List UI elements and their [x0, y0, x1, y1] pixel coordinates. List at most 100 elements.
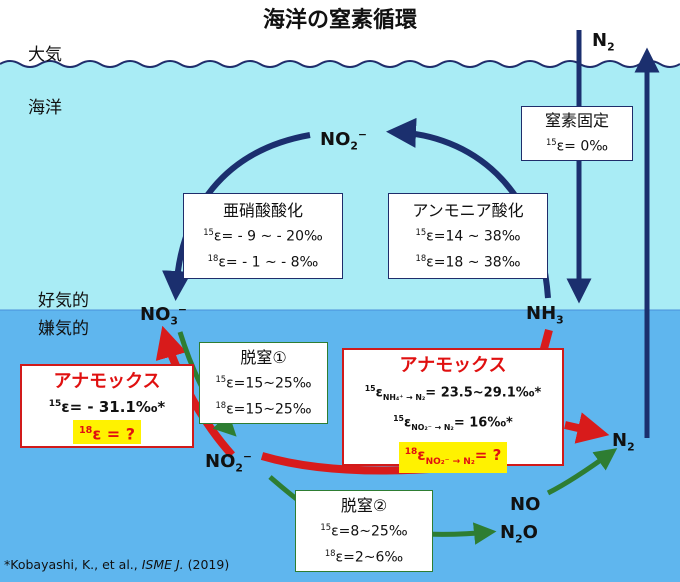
- anammox-left-highlight: 18ε = ?: [72, 420, 142, 445]
- layer-label-ocean: 海洋: [28, 98, 62, 118]
- box-nitrogen-fixation: 窒素固定 15ε= 0‰: [521, 106, 633, 161]
- no2-symbol: NO: [320, 129, 351, 150]
- isotope-15: 15: [203, 227, 214, 237]
- no2-mid-subscript: 2: [235, 461, 243, 475]
- epsilon: ε: [375, 385, 383, 401]
- box-denitrification-1: 脱窒① 15ε=15~25‰ 18ε=15~25‰: [199, 342, 328, 424]
- ammonia-ox-value-15: ε=14 ~ 38‰: [426, 228, 521, 245]
- box-nitrite-oxidation: 亜硝酸酸化 15ε= - 9 ~ - 20‰ 18ε= - 1 ~ - 8‰: [183, 193, 343, 279]
- anammox-left-title: アナモックス: [53, 371, 161, 392]
- denit1-value-15: ε=15~25‰: [226, 375, 312, 392]
- nitrite-ox-title: 亜硝酸酸化: [222, 201, 303, 220]
- layer-label-aerobic: 好気的: [38, 291, 89, 311]
- box-denitrification-2: 脱窒② 15ε=8~25‰ 18ε=2~6‰: [295, 490, 433, 572]
- anammox-right-line3: 18εNO₂⁻ → N₂= ?: [344, 441, 562, 473]
- denit2-line2: 18ε=2~6‰: [296, 543, 432, 569]
- layer-label-anaerobic: 嫌気的: [38, 319, 89, 339]
- fixation-value: ε= 0‰: [556, 138, 609, 155]
- species-n2o: N2O: [500, 522, 538, 546]
- isotope-18: 18: [78, 425, 93, 436]
- denit2-title: 脱窒②: [340, 496, 388, 515]
- no2-mid-charge: −: [242, 450, 252, 463]
- epsilon: ε: [403, 415, 412, 431]
- page-title: 海洋の窒素循環: [262, 8, 417, 33]
- anammox-right-title: アナモックス: [399, 355, 507, 376]
- anammox-right-value-15-no2: = 16‰*: [453, 415, 513, 431]
- nitrite-ox-value-15: ε= - 9 ~ - 20‰: [213, 228, 323, 245]
- isotope-15: 15: [393, 413, 404, 423]
- anammox-left-line2: 18ε = ?: [22, 420, 192, 445]
- anammox-left-value-18: ε = ?: [92, 424, 136, 444]
- isotope-15: 15: [545, 137, 557, 147]
- ammonia-ox-line1: 15ε=14 ~ 38‰: [389, 222, 547, 248]
- isotope-18: 18: [324, 547, 336, 558]
- citation-year: (2019): [187, 557, 230, 572]
- isotope-18: 18: [207, 252, 219, 263]
- species-n2-top: N2: [592, 30, 615, 54]
- n2o-symbol: N: [500, 522, 516, 543]
- no2-subscript: 2: [350, 139, 358, 153]
- nitrite-ox-line1: 15ε= - 9 ~ - 20‰: [184, 222, 342, 248]
- isotope-15: 15: [48, 399, 62, 409]
- citation-authors: *Kobayashi, K., et al.,: [4, 557, 142, 572]
- n2-right-symbol: N: [612, 430, 628, 451]
- reaction-subscript: NO₂⁻ → N₂: [425, 456, 475, 467]
- isotope-15: 15: [364, 384, 376, 393]
- nh3-subscript: 3: [556, 313, 564, 327]
- ammonia-ox-title: アンモニア酸化: [412, 201, 524, 220]
- anammox-right-highlight: 18εNO₂⁻ → N₂= ?: [398, 441, 508, 473]
- isotope-15: 15: [320, 522, 332, 532]
- anammox-right-line1: 15εNH₄⁺ → N₂= 23.5~29.1‰*: [344, 378, 562, 408]
- citation-journal: ISME J.: [141, 557, 184, 572]
- reaction-subscript: NO₂⁻ → N₂: [411, 422, 454, 432]
- n2-right-subscript: 2: [627, 440, 635, 454]
- species-no3: NO3−: [140, 303, 187, 328]
- arrow-no2-to-no3: [162, 132, 311, 301]
- reaction-subscript: NH₄⁺ → N₂: [382, 392, 426, 402]
- no3-charge: −: [177, 303, 187, 316]
- anammox-right-line2: 15εNO₂⁻ → N₂= 16‰*: [344, 408, 562, 438]
- n2-symbol: N: [592, 30, 608, 51]
- box-anammox-right: アナモックス 15εNH₄⁺ → N₂= 23.5~29.1‰* 15εNO₂⁻…: [342, 348, 564, 473]
- denit2-value-18: ε=2~6‰: [335, 549, 404, 566]
- species-no2-mid: NO2−: [205, 450, 252, 475]
- sea-surface-line: [0, 60, 680, 68]
- species-n2-right: N2: [612, 430, 635, 454]
- isotope-18: 18: [404, 446, 418, 457]
- arrow-no-to-n2: [546, 448, 618, 496]
- denit1-title: 脱窒①: [240, 348, 287, 367]
- species-nh3: NH3: [526, 303, 564, 327]
- ammonia-ox-value-18: ε=18 ~ 38‰: [426, 254, 521, 271]
- isotope-15: 15: [415, 227, 427, 237]
- denit1-value-18: ε=15~25‰: [226, 401, 312, 418]
- species-no2-top: NO2−: [320, 128, 367, 153]
- fixation-title: 窒素固定: [544, 111, 609, 130]
- denit1-line2: 18ε=15~25‰: [200, 395, 327, 421]
- no3-symbol: NO: [140, 304, 171, 325]
- denit2-line1: 15ε=8~25‰: [296, 517, 432, 543]
- isotope-18: 18: [215, 399, 227, 410]
- arrow-anammox-to-n2: [564, 412, 610, 444]
- no2-charge: −: [357, 128, 367, 141]
- n2-subscript: 2: [607, 40, 615, 54]
- no2-mid-symbol: NO: [205, 451, 236, 472]
- isotope-15: 15: [215, 374, 227, 384]
- layer-label-atmosphere: 大気: [28, 45, 62, 65]
- box-ammonia-oxidation: アンモニア酸化 15ε=14 ~ 38‰ 18ε=18 ~ 38‰: [388, 193, 548, 279]
- n2o-tail: O: [522, 522, 538, 543]
- citation: *Kobayashi, K., et al., ISME J. (2019): [4, 557, 229, 572]
- isotope-18: 18: [415, 252, 427, 263]
- species-no: NO: [510, 494, 541, 515]
- anammox-right-value-15-nh4: = 23.5~29.1‰*: [425, 385, 542, 401]
- nitrite-ox-line2: 18ε= - 1 ~ - 8‰: [184, 248, 342, 274]
- denit2-value-15: ε=8~25‰: [331, 523, 408, 540]
- n2o-subscript: 2: [515, 532, 523, 546]
- fixation-line1: 15ε= 0‰: [522, 132, 632, 158]
- box-anammox-left: アナモックス 15ε= - 31.1‰* 18ε = ?: [20, 364, 194, 448]
- anammox-right-value-18: = ?: [474, 445, 502, 464]
- no3-subscript: 3: [170, 314, 178, 328]
- denit1-line1: 15ε=15~25‰: [200, 369, 327, 395]
- nitrite-ox-value-18: ε= - 1 ~ - 8‰: [218, 254, 319, 271]
- anammox-left-line1: 15ε= - 31.1‰*: [22, 394, 192, 418]
